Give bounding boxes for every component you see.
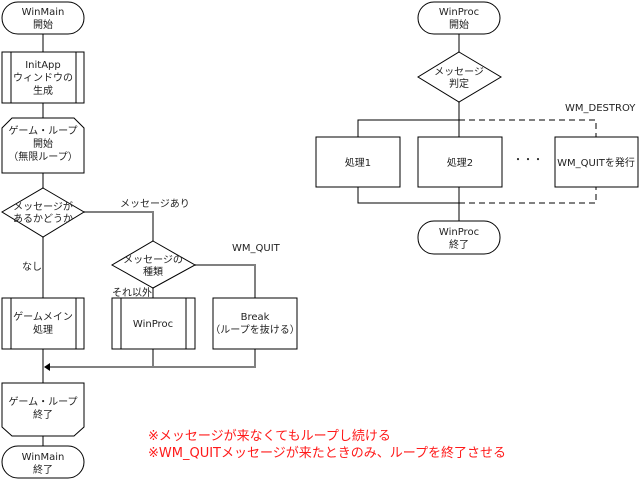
subprocess-game-main xyxy=(1,297,85,350)
label-no: なし xyxy=(22,261,42,273)
loop-start-label-1: ゲーム・ループ xyxy=(8,125,77,137)
init-label-1: InitApp xyxy=(25,60,61,71)
note-2: ※WM_QUITメッセージが来たときのみ、ループを終了させる xyxy=(148,446,506,461)
merge-arrow-icon xyxy=(44,363,50,371)
decision-type xyxy=(110,240,197,289)
branch-line xyxy=(357,119,459,137)
process-2 xyxy=(417,136,503,188)
label-quit: WM_QUIT xyxy=(232,243,281,254)
winproc-call-label: WinProc xyxy=(133,319,173,330)
terminal-end xyxy=(1,445,85,479)
process-quit xyxy=(554,136,639,188)
subprocess-winproc xyxy=(111,297,196,350)
game-main-label-1: ゲームメイン xyxy=(13,311,73,323)
terminal-start xyxy=(1,1,85,35)
end-label-1: WinMain xyxy=(22,452,65,463)
decision-type-label-2: 種類 xyxy=(143,265,163,278)
proc-start-label-1: WinProc xyxy=(439,7,479,18)
start-label-1: WinMain xyxy=(22,7,65,18)
init-label-3: 生成 xyxy=(33,84,53,97)
label-yes: メッセージあり xyxy=(120,198,190,210)
proc-terminal-start xyxy=(417,1,501,35)
connector-yes xyxy=(84,211,154,241)
game-main-label-2: 処理 xyxy=(33,323,53,336)
process-quit-label: WM_QUITを発行 xyxy=(557,156,635,169)
break-label-2: （ループを抜ける） xyxy=(210,323,299,336)
note-1: ※メッセージが来なくてもループし続ける xyxy=(148,429,391,444)
loop-start xyxy=(1,117,85,174)
loop-end-label-2: 終了 xyxy=(33,408,53,421)
start-label-2: 開始 xyxy=(33,18,53,31)
label-destroy: WM_DESTROY xyxy=(565,103,636,114)
proc-end-label-1: WinProc xyxy=(439,227,479,238)
loop-end-label-1: ゲーム・ループ xyxy=(8,396,77,408)
process-break xyxy=(212,297,298,350)
connector-quit xyxy=(195,264,256,298)
loop-end xyxy=(1,382,85,437)
proc-decision xyxy=(417,51,502,103)
proc-decision-label-1: メッセージ xyxy=(434,66,484,78)
decision-message-label-1: メッセージが xyxy=(13,200,73,213)
decision-message-label-2: あるかどうか xyxy=(13,213,73,225)
branch-line-dashed xyxy=(459,119,597,137)
proc-start-label-2: 開始 xyxy=(449,18,469,31)
proc-decision-label-2: 判定 xyxy=(449,77,469,90)
subprocess-initapp xyxy=(1,51,85,104)
loop-start-label-2: 開始 xyxy=(33,137,53,150)
connector-merge xyxy=(48,349,154,368)
process-1 xyxy=(315,136,401,188)
break-label-1: Break xyxy=(241,312,270,323)
end-label-2: 終了 xyxy=(33,463,53,476)
process-2-label: 処理2 xyxy=(447,156,473,169)
label-other: それ以外 xyxy=(112,287,152,299)
loop-start-label-3: （無限ループ） xyxy=(8,150,77,163)
init-label-2: ウィンドウの xyxy=(13,72,73,84)
decision-type-label-1: メッセージの xyxy=(123,254,183,266)
proc-terminal-end xyxy=(417,220,501,255)
connector-merge xyxy=(153,349,256,368)
decision-message xyxy=(1,187,85,238)
process-1-label: 処理1 xyxy=(345,156,371,169)
ellipsis-label: ・・・ xyxy=(513,155,543,166)
branch-line-dashed xyxy=(459,187,597,204)
branch-line xyxy=(357,187,459,204)
proc-end-label-2: 終了 xyxy=(449,238,469,251)
